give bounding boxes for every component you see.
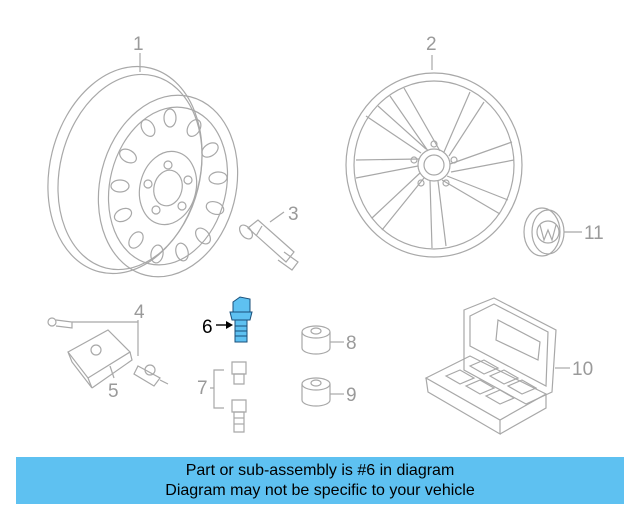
leader-line-5 bbox=[109, 365, 115, 379]
callout-5: 5 bbox=[108, 381, 119, 402]
nut-part-9[interactable] bbox=[301, 377, 331, 407]
banner-line-2: Diagram may not be specific to your vehi… bbox=[165, 482, 475, 499]
info-banner: Part or sub-assembly is #6 in diagram Di… bbox=[16, 457, 624, 504]
callout-11: 11 bbox=[584, 223, 604, 244]
bolts-part-7[interactable] bbox=[231, 361, 247, 433]
callout-3: 3 bbox=[288, 204, 299, 225]
leader-line-4 bbox=[72, 320, 139, 356]
callout-4: 4 bbox=[134, 302, 145, 323]
callout-10: 10 bbox=[572, 359, 593, 380]
alloy-wheel-part-2[interactable] bbox=[345, 72, 523, 258]
banner-line-1: Part or sub-assembly is #6 in diagram bbox=[185, 462, 455, 479]
leader-arrow-6 bbox=[216, 321, 233, 329]
steel-wheel-part-1[interactable] bbox=[27, 50, 256, 292]
center-cap-part-11[interactable] bbox=[523, 207, 565, 257]
leader-line-7 bbox=[210, 369, 224, 409]
callout-8: 8 bbox=[346, 333, 357, 354]
wheel-bolt-part-6[interactable] bbox=[229, 296, 253, 343]
nut-part-8[interactable] bbox=[301, 325, 331, 355]
tpms-sensor-part-5[interactable] bbox=[47, 317, 169, 389]
callout-6: 6 bbox=[202, 317, 213, 338]
tool-case-part-10[interactable] bbox=[424, 297, 557, 436]
valve-stem-part-3[interactable] bbox=[237, 219, 299, 271]
callout-7: 7 bbox=[197, 378, 208, 399]
callout-9: 9 bbox=[346, 385, 357, 406]
leader-line-3 bbox=[269, 211, 285, 223]
callout-1: 1 bbox=[133, 34, 144, 55]
callout-2: 2 bbox=[426, 34, 437, 55]
